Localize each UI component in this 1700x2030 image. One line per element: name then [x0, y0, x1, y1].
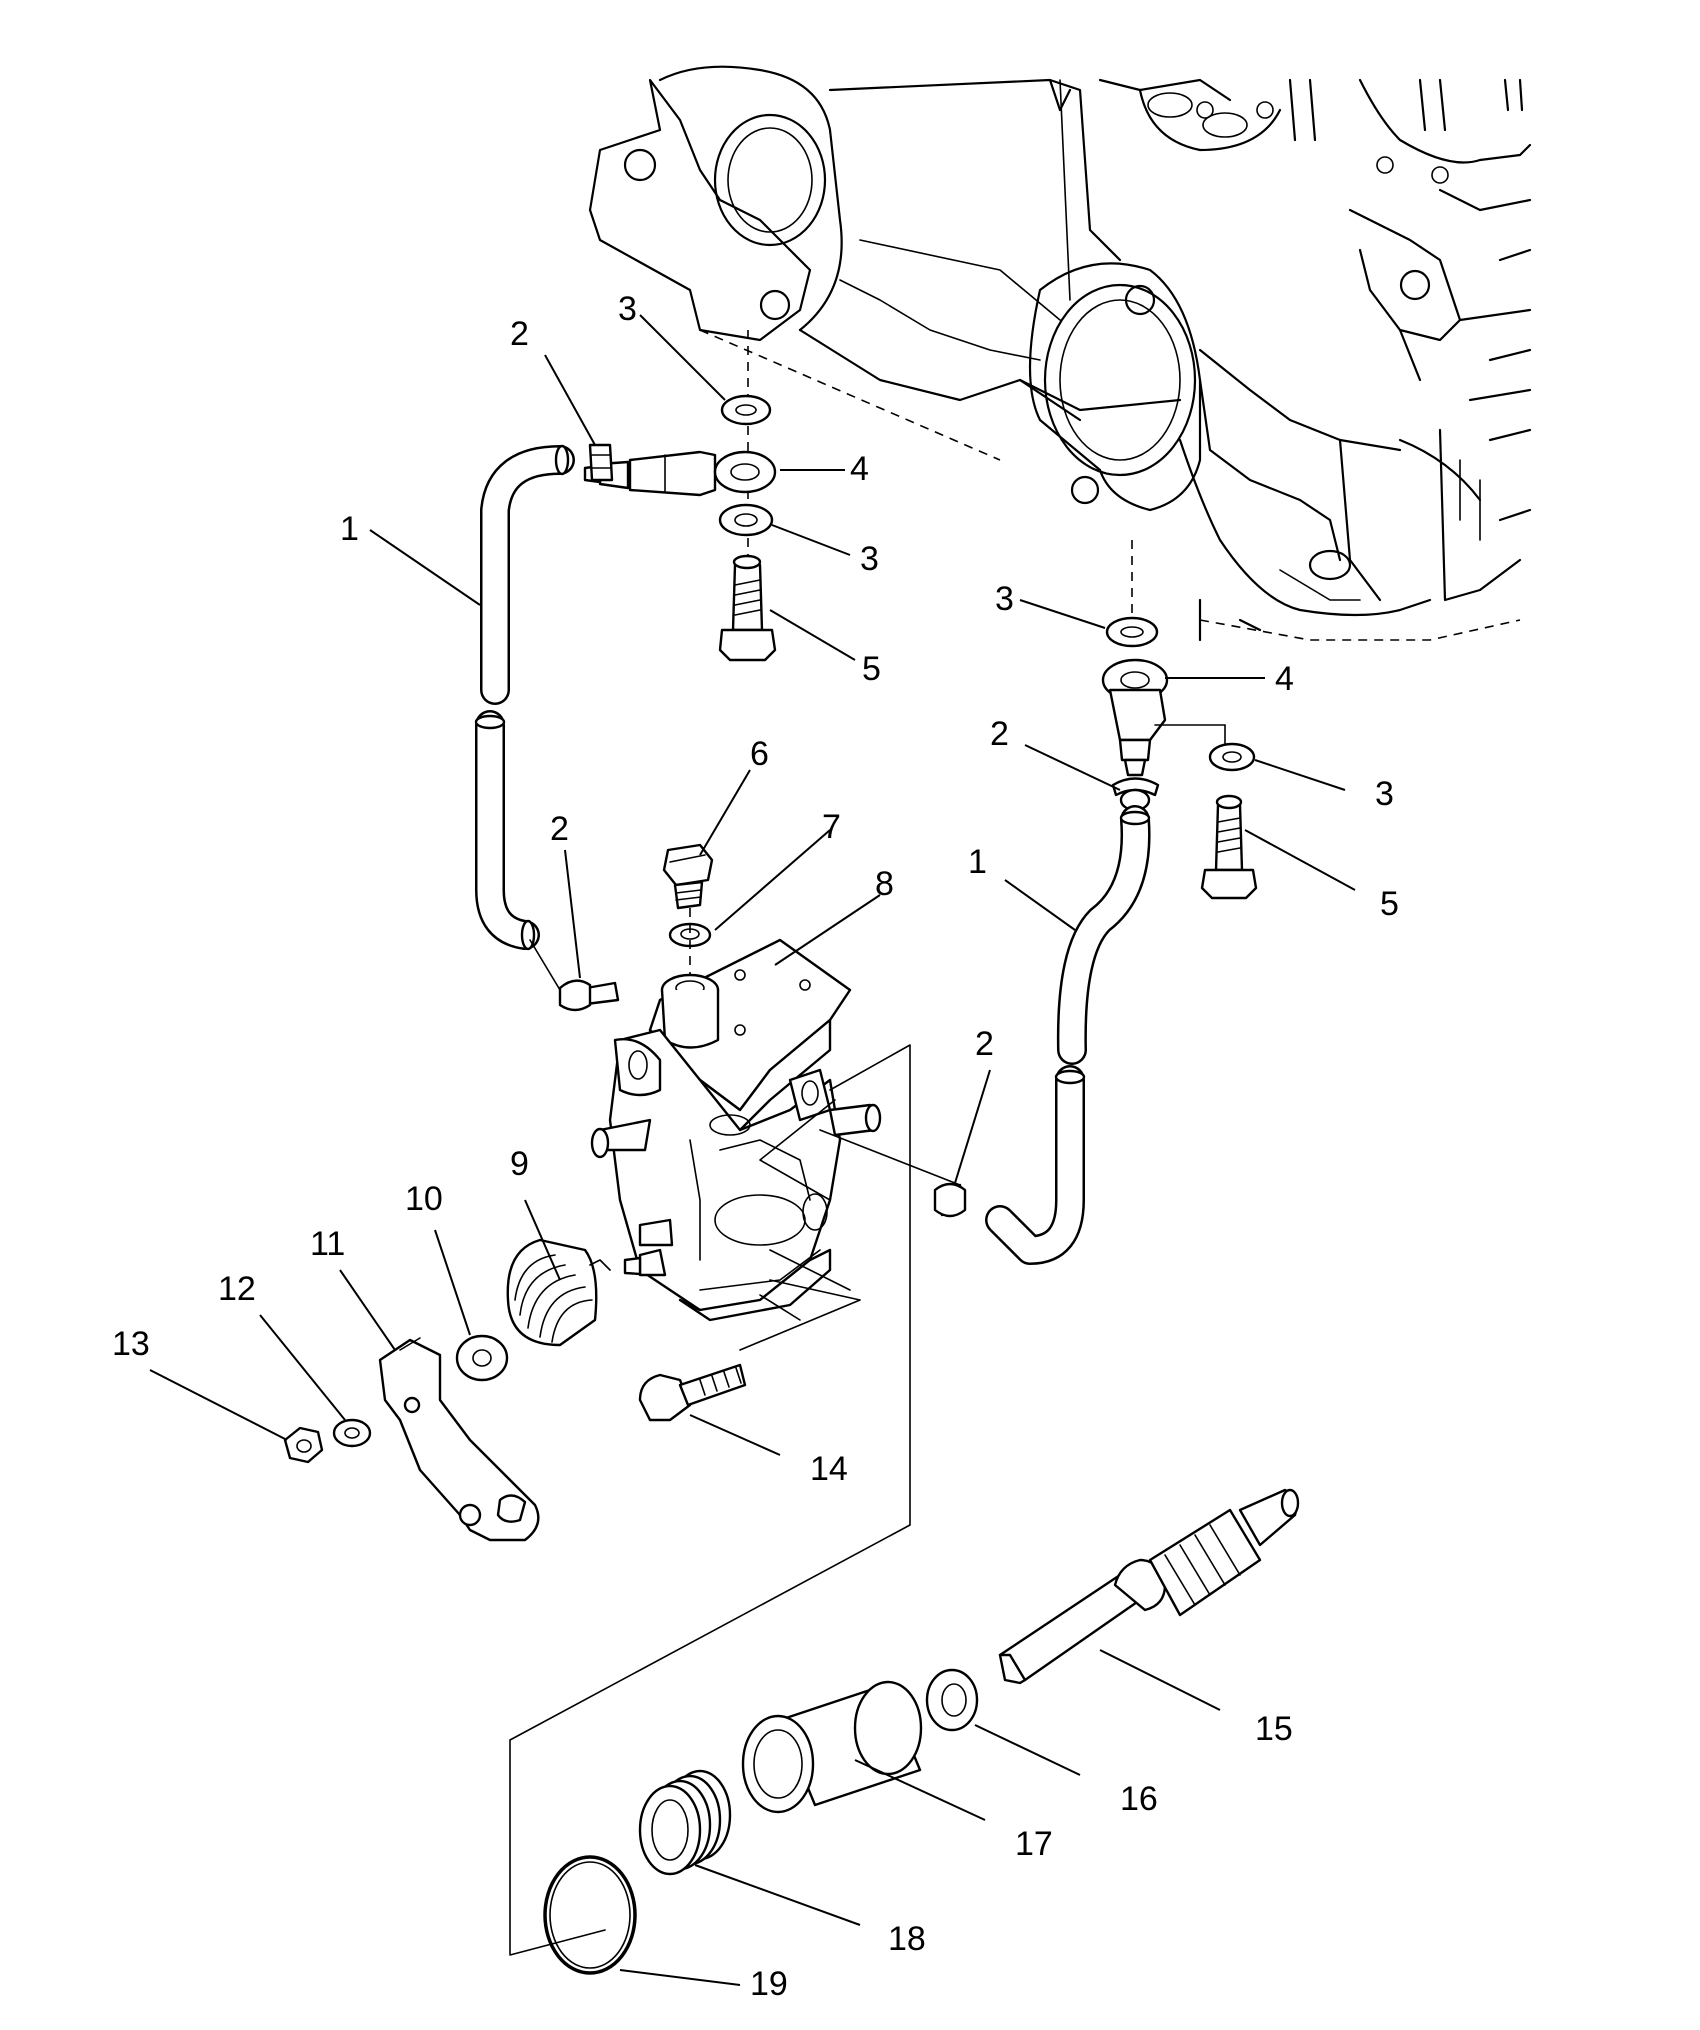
hose-clamp-left-lower: [558, 979, 592, 1012]
washer-upper-left: [720, 394, 772, 426]
callout-12: 12: [218, 1270, 256, 1308]
callout-16: 16: [1120, 1780, 1158, 1818]
thrust-washer: [925, 1668, 979, 1732]
callout-4: 4: [1275, 660, 1294, 698]
drive-gear-shaft: [998, 1488, 1300, 1685]
callout-labels: 1 2 3 4 3 5 3 4 2 3 5 6 7 8 2 1 2 9 10 1…: [112, 290, 1399, 2003]
leader-lines: [149, 314, 1356, 1986]
callout-1: 1: [340, 510, 359, 548]
callout-19: 19: [750, 1965, 788, 2003]
callout-2: 2: [990, 715, 1009, 753]
callout-2: 2: [510, 315, 529, 353]
callout-7: 7: [822, 808, 841, 846]
callout-18: 18: [888, 1920, 926, 1958]
callout-9: 9: [510, 1145, 529, 1183]
callout-3: 3: [860, 540, 879, 578]
callout-2: 2: [975, 1025, 994, 1063]
callout-6: 6: [750, 735, 769, 773]
oil-pump-body: [590, 938, 882, 1322]
lock-washer-12: [332, 1418, 372, 1448]
washer-upper-right: [1105, 616, 1159, 648]
callout-5: 5: [1380, 885, 1399, 923]
callout-3: 3: [618, 290, 637, 328]
washer-10: [455, 1334, 509, 1382]
hose-clamp-left-upper: [588, 443, 614, 482]
callout-1: 1: [968, 843, 987, 881]
washer-lower-right: [1208, 742, 1256, 772]
washer-lower-left: [718, 503, 774, 537]
callout-10: 10: [405, 1180, 443, 1218]
callout-13: 13: [112, 1325, 150, 1363]
callout-3: 3: [995, 580, 1014, 618]
callout-11: 11: [310, 1225, 345, 1263]
callout-5: 5: [862, 650, 881, 688]
return-spring: [506, 1238, 611, 1347]
callout-17: 17: [1015, 1825, 1053, 1863]
banjo-bolt-left: [731, 563, 764, 632]
mounting-screw: [638, 1363, 747, 1422]
left-fitting-assembly: [583, 330, 777, 662]
right-fitting-assembly: [1101, 540, 1258, 900]
banjo-fitting-left: [628, 450, 717, 497]
nut-13: [283, 1426, 324, 1464]
compression-spring: [638, 1769, 732, 1876]
hose-right: [985, 805, 1151, 1265]
callout-2: 2: [550, 810, 569, 848]
pump-control-lever: [378, 1337, 540, 1542]
bleed-screw: [662, 843, 714, 910]
hose-left: [474, 444, 575, 951]
callout-15: 15: [1255, 1710, 1293, 1748]
hose-clamp-right-upper: [1111, 777, 1160, 797]
callout-3: 3: [1375, 775, 1394, 813]
circlip: [543, 1855, 637, 1975]
bushing: [741, 1680, 923, 1814]
engine-cylinder-block: [588, 65, 1532, 642]
callout-14: 14: [810, 1450, 848, 1488]
callout-8: 8: [875, 865, 894, 903]
banjo-bolt-right: [1214, 803, 1244, 872]
callout-4: 4: [850, 450, 869, 488]
